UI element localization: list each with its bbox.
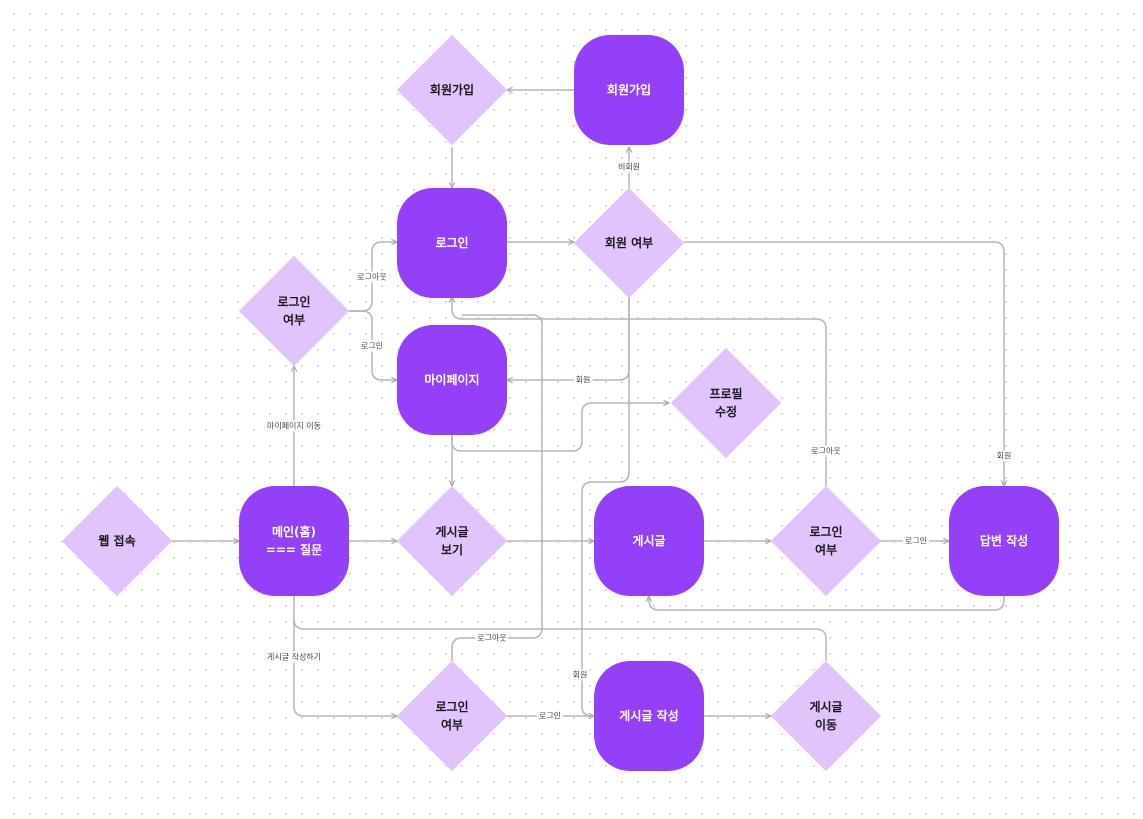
login-check-right-node[interactable]: 로그인 여부 (771, 486, 881, 596)
login-check-right-label: 로그인 여부 (809, 525, 843, 557)
edge-label-logout-1: 로그아웃 (355, 271, 389, 283)
edge-label-login-3: 로그인 (536, 710, 564, 722)
web-access-label: 웹 접속 (98, 534, 136, 548)
member-check-node[interactable]: 회원 여부 (574, 188, 684, 298)
post-move-node[interactable]: 게시글 이동 (771, 661, 881, 771)
main-node[interactable]: 메인(홈) === 질문 (239, 486, 349, 596)
login-label: 로그인 (435, 236, 469, 250)
signup-label: 회원가입 (606, 83, 652, 97)
post-label: 게시글 (632, 534, 666, 548)
edge-label-logout-2: 로그아웃 (809, 445, 843, 457)
signup-decision-node[interactable]: 회원가입 (397, 35, 507, 145)
edge-login-check-bottom-logout (451, 314, 543, 661)
login-check-bottom-node[interactable]: 로그인 여부 (397, 661, 507, 771)
edge-main-to-login-check-bottom (293, 596, 397, 716)
edge-post-move-to-main (293, 618, 827, 661)
edge-label-logout-3: 로그아웃 (475, 632, 509, 644)
profile-edit-node[interactable]: 프로필 수정 (671, 348, 781, 458)
edge-label-write-post: 게시글 작성하기 (264, 651, 324, 663)
main-label: 메인(홈) === 질문 (265, 525, 323, 557)
post-write-node[interactable]: 게시글 작성 (594, 661, 704, 771)
edge-label-member-2: 회원 (994, 450, 1014, 462)
signup-decision-label: 회원가입 (429, 83, 475, 97)
edge-label-non-member: 비회원 (615, 161, 643, 173)
post-move-label: 게시글 이동 (809, 700, 843, 732)
edge-answer-to-post (649, 596, 1005, 611)
edge-label-member-1: 회원 (573, 374, 593, 386)
post-node[interactable]: 게시글 (594, 486, 704, 596)
edge-mypage-to-profile (451, 403, 669, 452)
edge-label-member-3: 회원 (570, 669, 590, 681)
answer-label: 답변 작성 (979, 534, 1029, 548)
edge-label-login-1: 로그인 (358, 340, 386, 352)
post-view-node[interactable]: 게시글 보기 (397, 486, 507, 596)
edge-member-to-post-write (581, 297, 630, 717)
web-access-node[interactable]: 웹 접속 (62, 486, 172, 596)
login-node[interactable]: 로그인 (397, 188, 507, 298)
login-check-top-label: 로그인 여부 (277, 295, 311, 327)
answer-node[interactable]: 답변 작성 (949, 486, 1059, 596)
signup-node[interactable]: 회원가입 (574, 35, 684, 145)
edge-member-check-to-mypage (507, 297, 630, 380)
member-check-label: 회원 여부 (604, 236, 654, 250)
mypage-label: 마이페이지 (424, 373, 480, 387)
edge-member-check-to-answer (684, 241, 1004, 486)
mypage-node[interactable]: 마이페이지 (397, 325, 507, 435)
login-check-top-node[interactable]: 로그인 여부 (239, 256, 349, 366)
edge-login-check-logout-to-login (452, 297, 827, 486)
post-write-label: 게시글 작성 (619, 709, 679, 723)
post-view-label: 게시글 보기 (435, 525, 469, 557)
profile-edit-label: 프로필 수정 (709, 387, 743, 419)
edge-label-mypage-move: 마이페이지 이동 (264, 420, 324, 432)
login-check-bottom-label: 로그인 여부 (435, 700, 469, 732)
edge-label-login-2: 로그인 (902, 535, 930, 547)
